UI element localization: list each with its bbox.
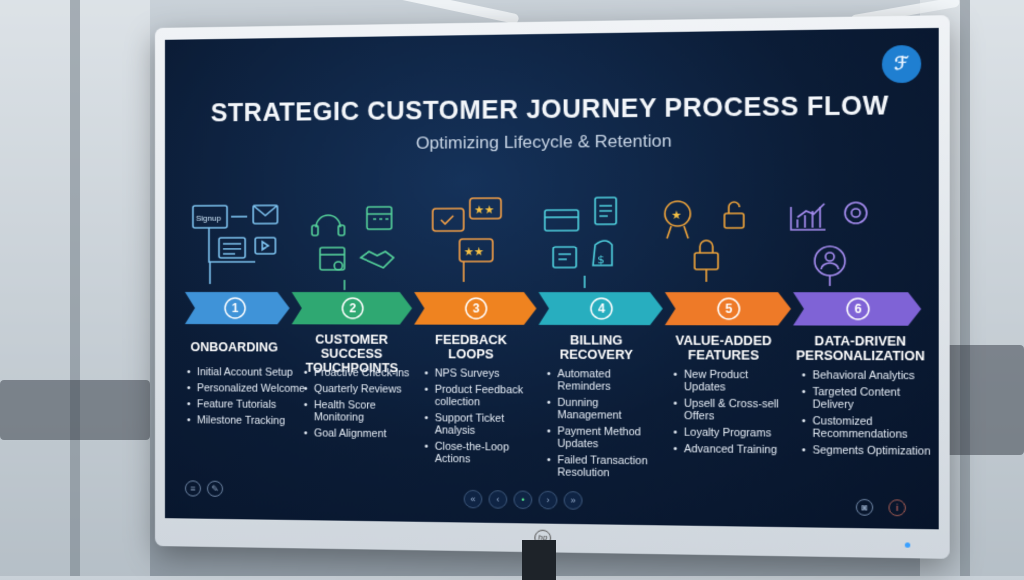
list-item: Segments Optimization	[802, 444, 932, 458]
monitor: ℱ STRATEGIC CUSTOMER JOURNEY PROCESS FLO…	[155, 15, 950, 559]
stage-4-arrow	[538, 292, 663, 326]
stage-3-bullet-list: NPS Surveys Product Feedback collection …	[424, 367, 532, 470]
stage-1-bullet-list: Initial Account Setup Personalized Welco…	[187, 366, 314, 431]
stage-1-arrow	[184, 292, 290, 325]
svg-text:$: $	[597, 253, 604, 266]
list-item: New Product Updates	[673, 369, 793, 395]
stage-2-bullet-list: Proactive Check-ins Quarterly Reviews He…	[304, 367, 416, 445]
list-item: Upsell & Cross-sell Offers	[673, 397, 793, 423]
stage-5-bullet-list: New Product Updates Upsell & Cross-sell …	[673, 369, 793, 461]
list-item: Health Score Monitoring	[304, 399, 416, 424]
info-icon[interactable]: i	[888, 499, 906, 517]
stage-6-bullet-list: Behavioral Analytics Targeted Content De…	[802, 369, 932, 462]
stage-3-arrow	[414, 292, 537, 325]
list-item: Proactive Check-ins	[304, 367, 416, 380]
list-item: Payment Method Updates	[547, 425, 665, 451]
camera-icon[interactable]: ◙	[855, 498, 874, 516]
stage-2-number: 2	[349, 301, 356, 315]
svg-text:★★: ★★	[464, 245, 485, 258]
stage-2-arrow	[291, 292, 413, 325]
chat-stars-icon: ★★ ★★	[433, 198, 501, 282]
card-invoice-money-icon: $	[545, 197, 616, 288]
stage-4-bullet-list: Automated Reminders Dunning Management P…	[547, 368, 665, 484]
signup-form-icon: Signup	[193, 205, 278, 284]
next-page-icon[interactable]: ›	[538, 490, 558, 510]
list-item: Goal Alignment	[304, 427, 416, 440]
list-item: Dunning Management	[547, 397, 665, 423]
stage-3-number: 3	[473, 301, 480, 315]
power-indicator	[904, 542, 911, 548]
stage-6-title: DATA-DRIVEN PERSONALIZATION	[796, 333, 925, 364]
list-item: Loyalty Programs	[673, 426, 793, 439]
list-item: Milestone Tracking	[187, 414, 314, 427]
stage-5-arrow	[664, 292, 791, 326]
stage-6-arrow	[793, 292, 922, 326]
list-item: Failed Transaction Resolution	[547, 454, 665, 480]
chart-gear-user-icon	[791, 202, 867, 286]
stage-6-number: 6	[854, 302, 862, 317]
list-item: Advanced Training	[673, 443, 793, 457]
process-flow-graphic: Signup ★★ ★★	[184, 28, 922, 326]
stage-1-title: ONBOARDING	[190, 340, 278, 355]
stage-3-title: FEEDBACK LOOPS	[435, 332, 507, 362]
first-page-icon[interactable]: «	[463, 489, 483, 509]
edit-icon[interactable]: ✎	[206, 480, 224, 497]
badge-unlock-icon: ★	[665, 201, 744, 282]
menu-icon[interactable]: ≡	[184, 480, 201, 497]
svg-text:★★: ★★	[474, 203, 495, 216]
list-item: Initial Account Setup	[187, 366, 314, 379]
list-item: NPS Surveys	[424, 367, 532, 380]
list-item: Product Feedback collection	[424, 384, 532, 409]
stage-5-title: VALUE-ADDED FEATURES	[675, 333, 772, 363]
list-item: Quarterly Reviews	[304, 383, 416, 396]
list-item: Targeted Content Delivery	[802, 386, 932, 412]
stage-1-number: 1	[232, 301, 239, 315]
list-item: Support Ticket Analysis	[424, 412, 532, 437]
list-item: Behavioral Analytics	[802, 369, 932, 382]
last-page-icon[interactable]: »	[563, 491, 583, 510]
list-item: Customized Recommendations	[802, 415, 932, 441]
previous-page-icon[interactable]: ‹	[488, 490, 508, 509]
list-item: Feature Tutorials	[187, 398, 314, 411]
presentation-screen: ℱ STRATEGIC CUSTOMER JOURNEY PROCESS FLO…	[164, 27, 939, 530]
headset-calendar-handshake-icon	[312, 207, 394, 290]
monitor-stand	[522, 540, 556, 580]
list-item: Personalized Welcome	[187, 382, 314, 395]
home-icon[interactable]: •	[513, 490, 533, 510]
stage-4-title: BILLING RECOVERY	[559, 333, 633, 363]
stage-4-number: 4	[598, 301, 605, 315]
list-item: Close-the-Loop Actions	[424, 441, 532, 467]
stage-5-number: 5	[725, 301, 732, 316]
svg-text:Signup: Signup	[196, 214, 222, 223]
svg-text:★: ★	[671, 208, 682, 221]
list-item: Automated Reminders	[547, 368, 665, 393]
